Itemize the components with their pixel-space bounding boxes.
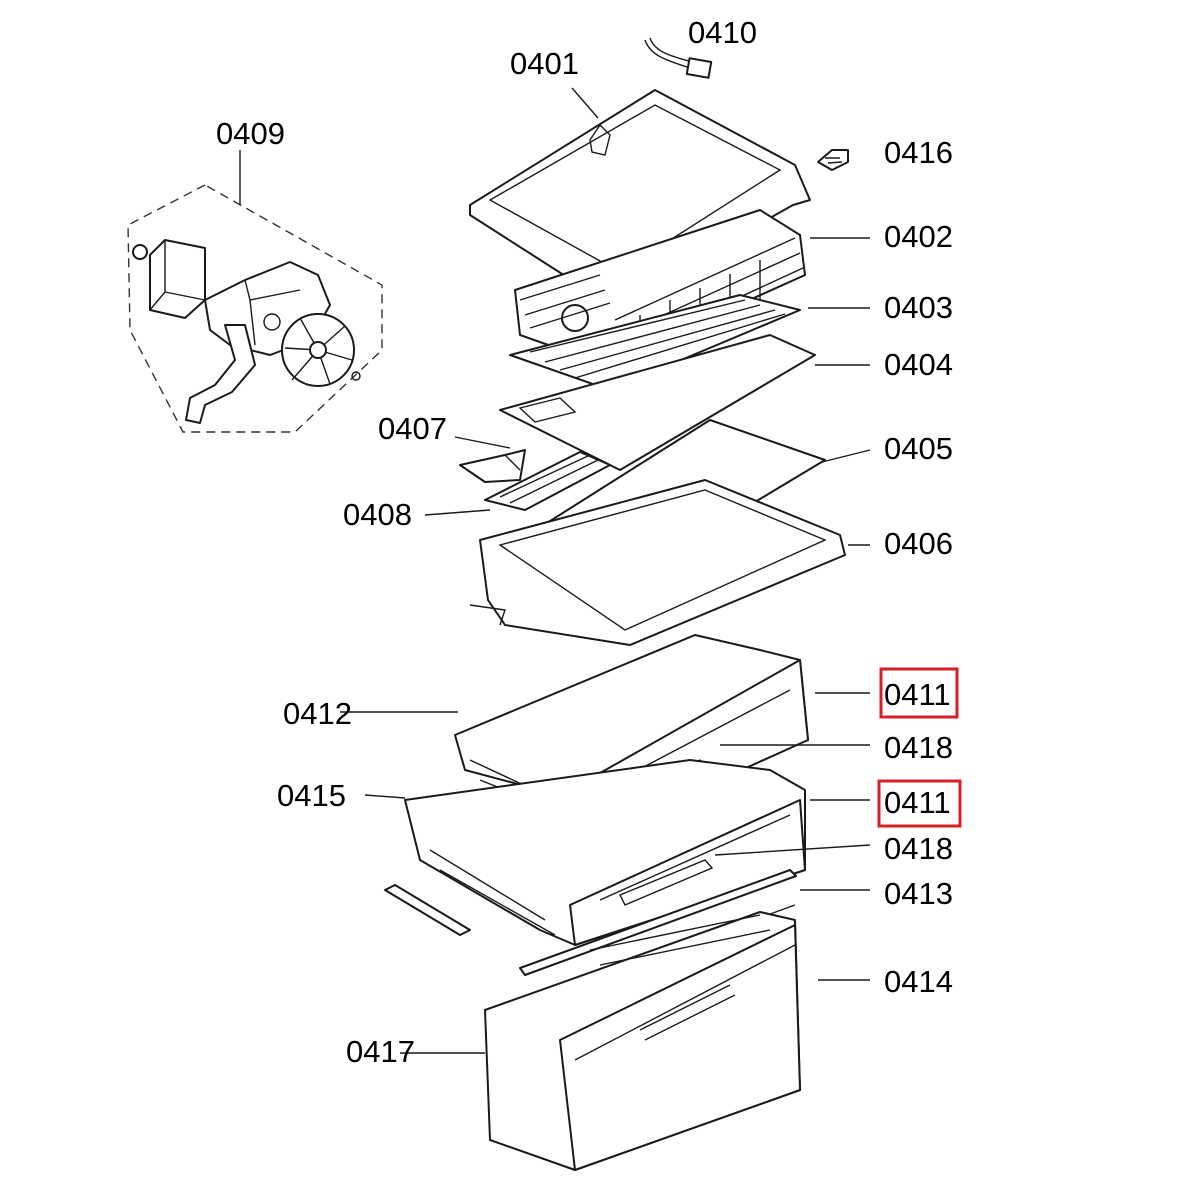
callout-0401[interactable]: 0401: [510, 46, 579, 81]
callout-0411-lower[interactable]: 0411: [884, 785, 951, 820]
callout-0415[interactable]: 0415: [277, 778, 346, 813]
callout-0406[interactable]: 0406: [884, 526, 953, 561]
leader-0407: [454, 436, 511, 449]
callout-0414[interactable]: 0414: [884, 964, 953, 999]
bottom-freezer-bin: [484, 911, 801, 1171]
plug-part: [817, 149, 849, 171]
drip-plate: [499, 334, 816, 471]
leader-0415: [364, 794, 406, 799]
callout-0418-upper[interactable]: 0418: [884, 730, 953, 765]
heater-bracket: [459, 449, 611, 511]
callout-0405[interactable]: 0405: [884, 431, 953, 466]
callout-0412[interactable]: 0412: [283, 696, 352, 731]
shelf-frame: [469, 479, 846, 646]
callout-0418-lower[interactable]: 0418: [884, 831, 953, 866]
callout-0413[interactable]: 0413: [884, 876, 953, 911]
lower-drawer: [404, 759, 806, 946]
callout-0417[interactable]: 0417: [346, 1034, 415, 1069]
leader-lines: [239, 87, 871, 1054]
fan-motor-assembly: [127, 184, 383, 433]
leader-0405: [821, 449, 871, 463]
evaporator-cover: [469, 89, 811, 306]
callout-0410[interactable]: 0410: [688, 15, 757, 50]
callout-0407[interactable]: 0407: [378, 411, 447, 446]
evaporator-coil: [514, 209, 806, 366]
leader-0401: [571, 87, 599, 119]
highlight-box-0411-upper: [879, 667, 959, 719]
leader-0418b: [714, 844, 871, 856]
callout-0404[interactable]: 0404: [884, 347, 953, 382]
defrost-heater: [509, 294, 801, 391]
highlight-box-0411-lower: [877, 779, 962, 828]
callout-labels: 0401 0402 0403 0404 0405 0406 0407 0408 …: [216, 15, 953, 1069]
callout-0402[interactable]: 0402: [884, 219, 953, 254]
callout-0409[interactable]: 0409: [216, 116, 285, 151]
callout-0408[interactable]: 0408: [343, 497, 412, 532]
callout-0411-upper[interactable]: 0411: [884, 677, 951, 712]
temperature-sensor: [644, 37, 713, 79]
callout-0403[interactable]: 0403: [884, 290, 953, 325]
leader-0408: [424, 509, 491, 516]
callout-0416[interactable]: 0416: [884, 135, 953, 170]
fan-blades: [281, 313, 361, 387]
